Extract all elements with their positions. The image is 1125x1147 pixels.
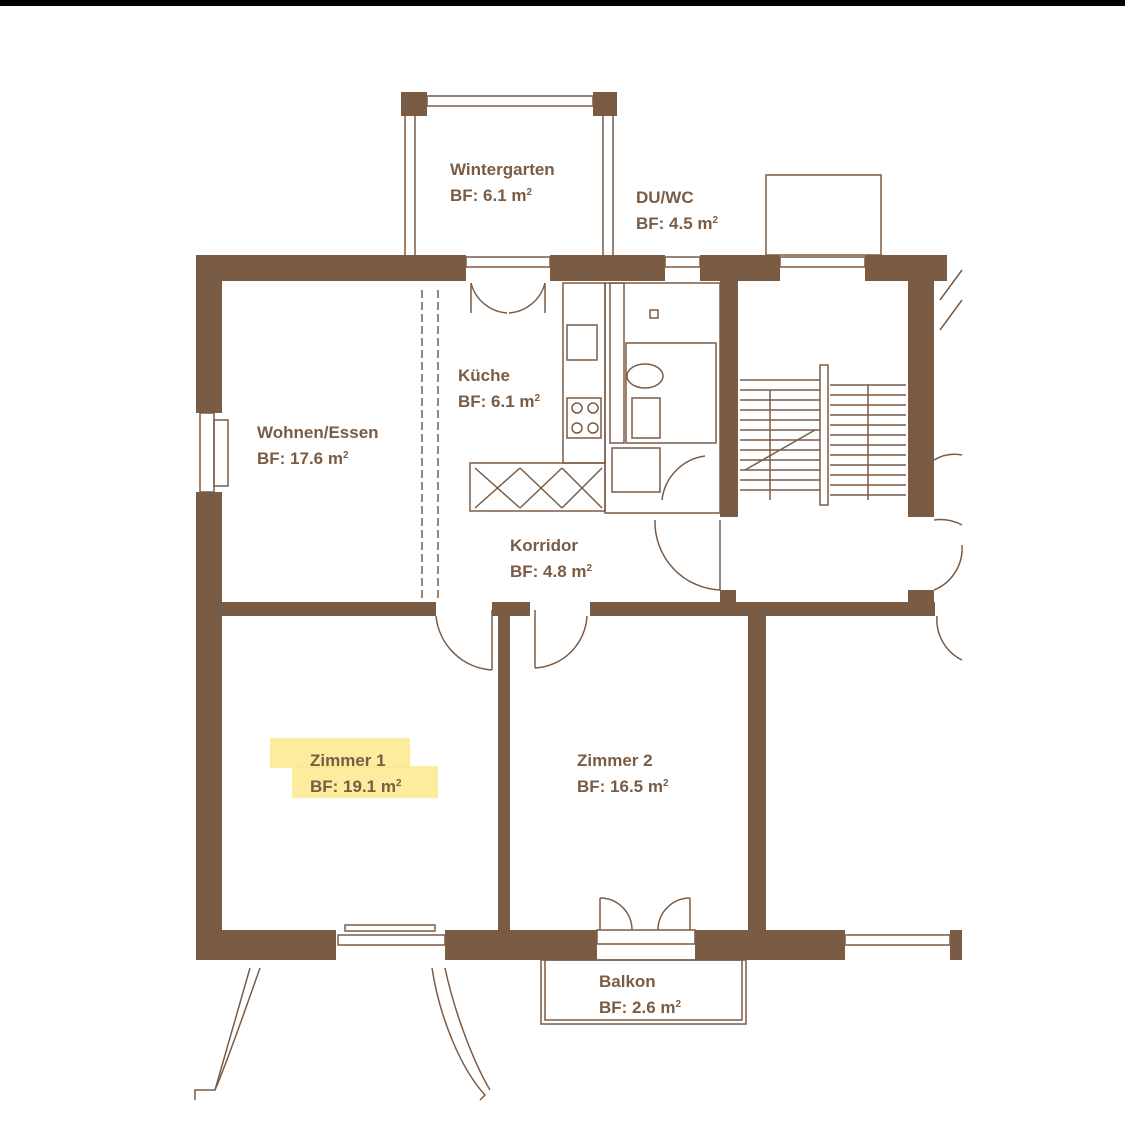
wall-south-a [196, 930, 336, 960]
area-value: BF: 16.5 m [577, 777, 663, 796]
room-label-wintergarten: Wintergarten BF: 6.1 m2 [450, 158, 555, 207]
wall-inner-h2 [492, 602, 530, 616]
wall-north-right-b [865, 255, 947, 281]
room-name: Wintergarten [450, 160, 555, 179]
area-value: BF: 17.6 m [257, 449, 343, 468]
wintergarten-post-left [401, 92, 427, 116]
wintergarten-top-glazing [426, 95, 594, 107]
wall-inner-v2 [748, 602, 766, 932]
exterior-box [765, 174, 882, 256]
room-name: DU/WC [636, 188, 694, 207]
wall-north-right-a [700, 255, 780, 281]
wall-west-lower [196, 492, 222, 960]
thin-lines [194, 95, 963, 1101]
room-area: BF: 4.8 m2 [510, 557, 592, 583]
wall-stair-left [720, 255, 738, 517]
area-value: BF: 19.1 m [310, 777, 396, 796]
top-border-bar [0, 0, 1125, 6]
area-value: BF: 6.1 m [458, 392, 535, 411]
wall-inner-h1 [222, 602, 436, 616]
room-area: BF: 2.6 m2 [599, 993, 681, 1019]
room-name: Zimmer 1 [310, 751, 386, 770]
room-name: Balkon [599, 972, 656, 991]
wall-south-d [950, 930, 962, 960]
room-name: Zimmer 2 [577, 751, 653, 770]
room-area: BF: 19.1 m2 [310, 772, 402, 798]
room-name: Korridor [510, 536, 578, 555]
room-area: BF: 16.5 m2 [577, 772, 669, 798]
walls [196, 92, 962, 960]
highlight-zimmer1-area [292, 766, 438, 798]
room-label-balkon: Balkon BF: 2.6 m2 [599, 970, 681, 1019]
wall-west-upper [196, 255, 222, 413]
area-unit-sup: 2 [712, 215, 719, 226]
room-name: Wohnen/Essen [257, 423, 379, 442]
room-label-zimmer1: Zimmer 1 BF: 19.1 m2 [310, 749, 402, 798]
room-label-korridor: Korridor BF: 4.8 m2 [510, 534, 592, 583]
wall-stair-right [908, 255, 934, 517]
area-unit-sup: 2 [342, 450, 349, 461]
highlight-zimmer1-name [270, 738, 410, 768]
area-value: BF: 2.6 m [599, 998, 676, 1017]
area-value: BF: 4.5 m [636, 214, 713, 233]
room-label-zimmer2: Zimmer 2 BF: 16.5 m2 [577, 749, 669, 798]
area-unit-sup: 2 [395, 778, 402, 789]
area-value: BF: 6.1 m [450, 186, 527, 205]
area-unit-sup: 2 [662, 778, 669, 789]
area-unit-sup: 2 [586, 563, 593, 574]
room-area: BF: 17.6 m2 [257, 444, 379, 470]
area-unit-sup: 2 [675, 999, 682, 1010]
room-name: Küche [458, 366, 510, 385]
area-unit-sup: 2 [534, 393, 541, 404]
room-label-duwc: DU/WC BF: 4.5 m2 [636, 186, 718, 235]
wall-north-left [196, 255, 466, 281]
area-value: BF: 4.8 m [510, 562, 587, 581]
wall-inner-v1 [498, 602, 510, 932]
wall-south-c [695, 930, 845, 960]
room-area: BF: 6.1 m2 [458, 387, 540, 413]
wall-south-b [445, 930, 597, 960]
room-label-kueche: Küche BF: 6.1 m2 [458, 364, 540, 413]
wall-stair-left-base [720, 590, 736, 610]
wall-north-mid [550, 255, 665, 281]
room-area: BF: 4.5 m2 [636, 209, 718, 235]
room-area: BF: 6.1 m2 [450, 181, 555, 207]
wall-stair-right-base [908, 590, 934, 610]
wintergarten-post-right [593, 92, 617, 116]
room-label-wohnen-essen: Wohnen/Essen BF: 17.6 m2 [257, 421, 379, 470]
area-unit-sup: 2 [526, 187, 533, 198]
